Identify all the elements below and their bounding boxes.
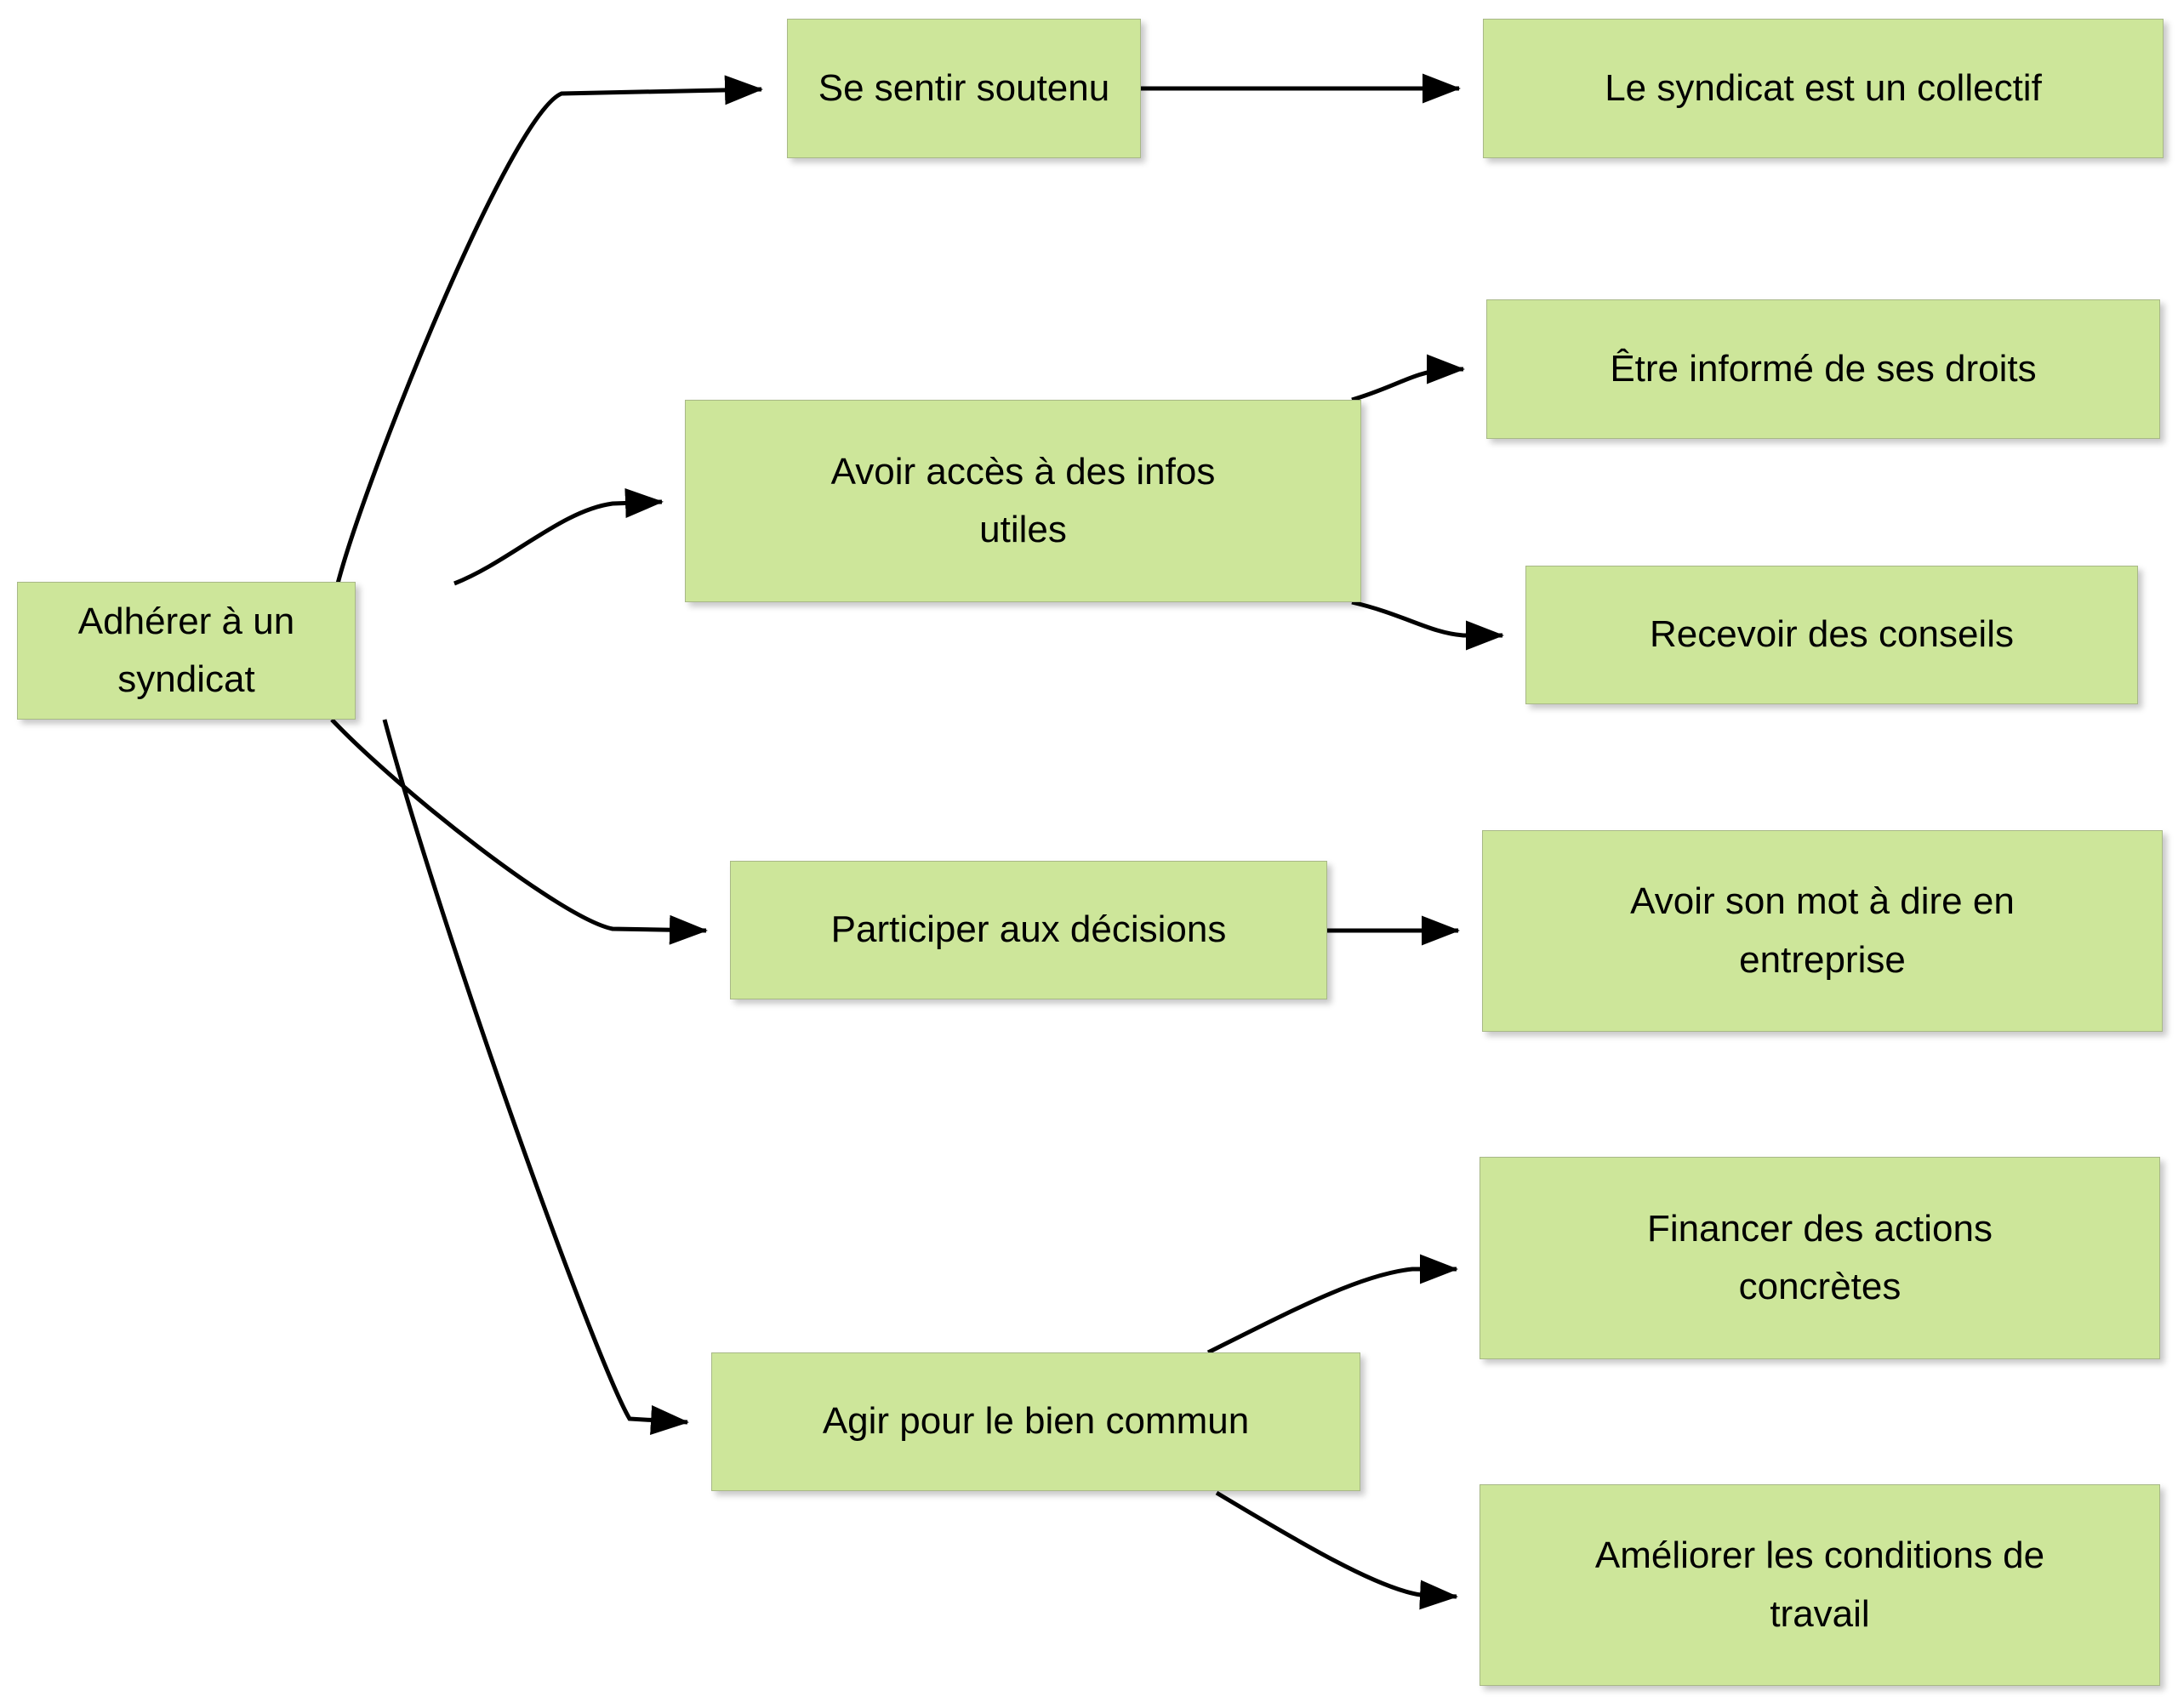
node-label: Adhérer à un syndicat bbox=[77, 600, 295, 700]
edge-biencommun-to-ameliorer-conditions bbox=[1215, 1490, 1458, 1610]
node-recevoir-des-conseils[interactable]: Recevoir des conseils bbox=[1525, 566, 2138, 704]
edge-infos-to-etre-informe-de-ses-droits bbox=[1351, 354, 1465, 402]
node-le-syndicat-est-un-collectif[interactable]: Le syndicat est un collectif bbox=[1483, 19, 2164, 158]
node-label: Avoir accès à des infos utiles bbox=[830, 450, 1216, 550]
node-etre-informe-de-ses-droits[interactable]: Être informé de ses droits bbox=[1486, 299, 2160, 439]
edge-infos-to-recevoir-des-conseils bbox=[1351, 600, 1504, 651]
edge-biencommun-to-financer-des-actions bbox=[1206, 1254, 1458, 1355]
node-adherer-a-un-syndicat[interactable]: Adhérer à un syndicat bbox=[17, 582, 356, 720]
node-label: Le syndicat est un collectif bbox=[1605, 66, 2042, 109]
node-label: Participer aux décisions bbox=[830, 908, 1227, 951]
node-ameliorer-les-conditions-de-travail[interactable]: Améliorer les conditions de travail bbox=[1480, 1484, 2160, 1686]
node-label: Améliorer les conditions de travail bbox=[1594, 1534, 2045, 1635]
edge-root-to-avoir-acces-infos bbox=[453, 487, 664, 586]
edge-root-to-participer-aux-decisions bbox=[330, 718, 708, 945]
node-label: Recevoir des conseils bbox=[1650, 613, 2014, 656]
node-label: Avoir son mot à dire en entreprise bbox=[1630, 880, 2015, 981]
node-agir-pour-le-bien-commun[interactable]: Agir pour le bien commun bbox=[711, 1352, 1360, 1491]
node-label: Être informé de ses droits bbox=[1610, 347, 2037, 390]
node-avoir-acces-a-des-infos-utiles[interactable]: Avoir accès à des infos utiles bbox=[685, 400, 1361, 602]
edge-root-to-agir-pour-le-bien-commun bbox=[382, 719, 689, 1435]
node-avoir-son-mot-a-dire-en-entreprise[interactable]: Avoir son mot à dire en entreprise bbox=[1482, 830, 2163, 1032]
node-financer-des-actions-concretes[interactable]: Financer des actions concrètes bbox=[1480, 1157, 2160, 1359]
node-label: Se sentir soutenu bbox=[818, 66, 1110, 109]
node-se-sentir-soutenu[interactable]: Se sentir soutenu bbox=[787, 19, 1141, 158]
node-participer-aux-decisions[interactable]: Participer aux décisions bbox=[730, 861, 1327, 999]
node-label: Agir pour le bien commun bbox=[822, 1400, 1250, 1443]
node-label: Financer des actions concrètes bbox=[1647, 1207, 1993, 1307]
